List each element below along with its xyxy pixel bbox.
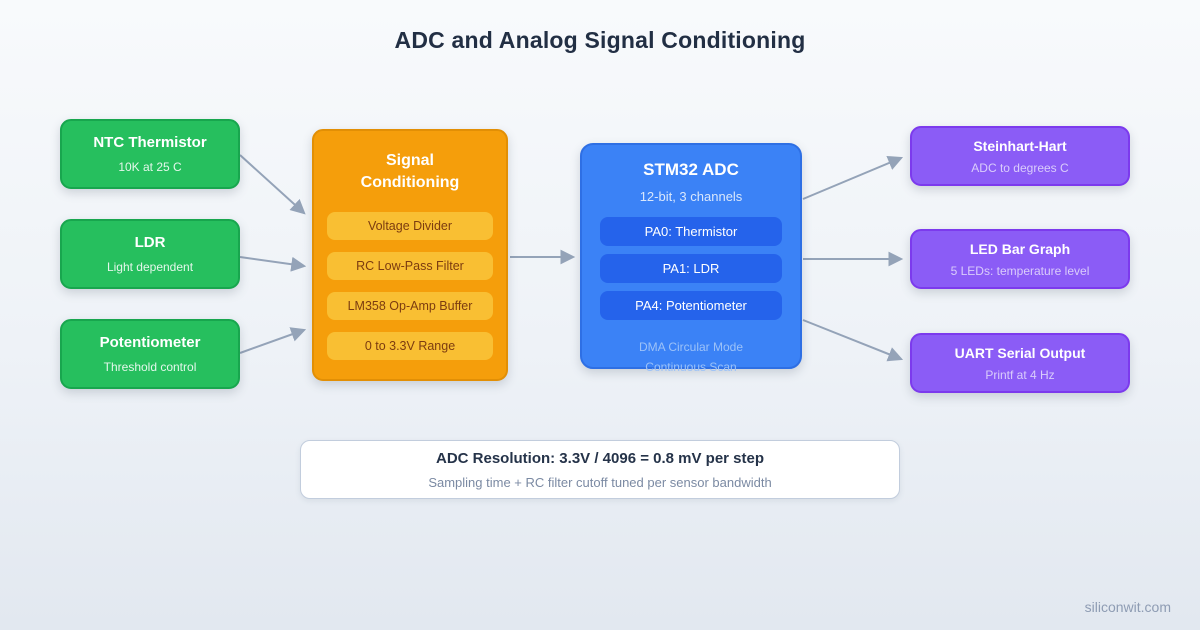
sensor-title: Potentiometer — [99, 334, 201, 351]
adc-footer-dma-mode: DMA Circular Mode — [638, 340, 744, 354]
sensor-subtitle: Light dependent — [106, 260, 194, 274]
adc-channel-pa0: PA0: Thermistor — [600, 217, 782, 246]
sensor-node-potentiometer: Potentiometer Threshold control — [60, 319, 240, 389]
conditioning-step-voltage-divider: Voltage Divider — [327, 211, 493, 240]
adc-resolution-note: ADC Resolution: 3.3V / 4096 = 0.8 mV per… — [300, 440, 900, 499]
arrow-ntc-to-conditioning — [239, 154, 306, 215]
arrow-adc-to-steinhart — [802, 156, 904, 200]
output-subtitle: Printf at 4 Hz — [985, 367, 1055, 382]
output-node-uart-serial-output: UART Serial Output Printf at 4 Hz — [910, 333, 1130, 393]
note-subtitle: Sampling time + RC filter cutoff tuned p… — [428, 474, 772, 490]
arrow-pot-to-conditioning — [239, 327, 307, 354]
sensor-title: NTC Thermistor — [93, 134, 207, 151]
adc-footer-continuous-scan: Continuous Scan — [645, 360, 737, 374]
sensor-subtitle: 10K at 25 C — [118, 160, 182, 174]
arrow-adc-to-uart — [802, 319, 904, 362]
conditioning-step-lm358-op-amp-buffer: LM358 Op-Amp Buffer — [327, 291, 493, 320]
signal-conditioning-title: Signal Conditioning — [360, 152, 460, 192]
conditioning-step-0-to-3v3-range: 0 to 3.3V Range — [327, 331, 493, 360]
output-subtitle: ADC to degrees C — [971, 160, 1069, 175]
arrow-ldr-to-conditioning — [239, 256, 307, 272]
output-title: LED Bar Graph — [969, 240, 1071, 257]
adc-channel-pa1: PA1: LDR — [600, 254, 782, 283]
adc-subtitle: 12-bit, 3 channels — [639, 189, 743, 204]
page-title: ADC and Analog Signal Conditioning — [394, 27, 806, 53]
output-title: Steinhart-Hart — [973, 137, 1067, 154]
output-title: UART Serial Output — [954, 344, 1086, 361]
adc-title: STM32 ADC — [643, 160, 739, 179]
conditioning-step-rc-low-pass-filter: RC Low-Pass Filter — [327, 251, 493, 280]
sensor-node-ldr: LDR Light dependent — [60, 219, 240, 289]
watermark: siliconwit.com — [1084, 599, 1171, 615]
stm32-adc-node: STM32 ADC 12-bit, 3 channels PA0: Thermi… — [580, 143, 802, 374]
output-subtitle: 5 LEDs: temperature level — [950, 263, 1090, 278]
sensor-subtitle: Threshold control — [103, 360, 197, 374]
sensor-node-ntc-thermistor: NTC Thermistor 10K at 25 C — [60, 119, 240, 189]
output-node-led-bar-graph: LED Bar Graph 5 LEDs: temperature level — [910, 229, 1130, 289]
note-title: ADC Resolution: 3.3V / 4096 = 0.8 mV per… — [435, 449, 765, 467]
signal-conditioning-node: Signal Conditioning Voltage Divider RC L… — [312, 129, 508, 381]
adc-channel-pa4: PA4: Potentiometer — [600, 291, 782, 320]
sensor-title: LDR — [134, 234, 166, 251]
output-node-steinhart-hart: Steinhart-Hart ADC to degrees C — [910, 126, 1130, 186]
